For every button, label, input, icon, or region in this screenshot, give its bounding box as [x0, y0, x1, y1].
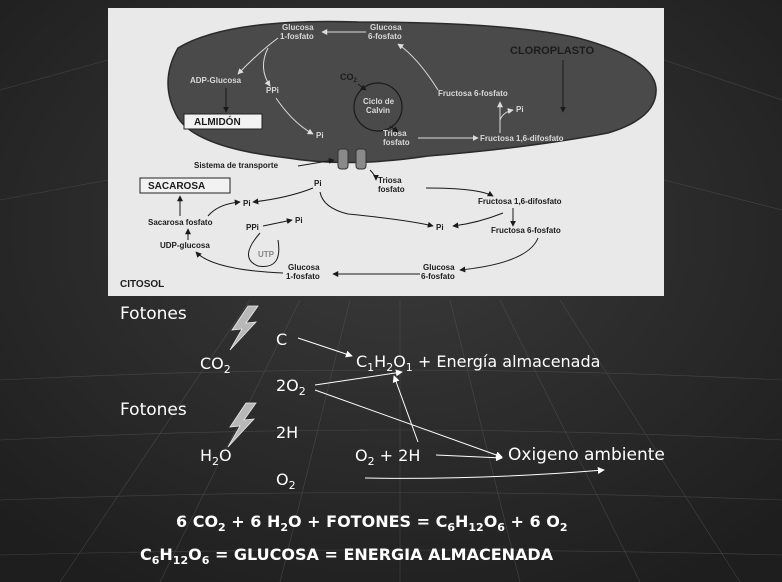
label-almidon: ALMIDÓN [194, 115, 241, 128]
label-oxigeno-ambiente: Oxigeno ambiente [508, 445, 665, 465]
arrow-pi-back [320, 192, 433, 226]
label-sacarosa-fosfato: Sacarosa fosfato [148, 218, 213, 227]
label-ppi-top: PPi [266, 86, 279, 95]
arrow-triosa-to-f16-cyto [426, 188, 493, 196]
label-co2: CO2 [200, 354, 231, 376]
arrow-pi-to-sacarosa [253, 188, 313, 202]
label-o2-bottom: O2 [276, 470, 296, 492]
label-fructosa16-cyto: Fructosa 1,6-difosfato [478, 197, 562, 206]
label-pi-left-chloro: Pi [316, 131, 324, 140]
label-sacarosa: SACAROSA [148, 181, 205, 192]
arrow-triosa-across [370, 170, 376, 180]
transport-channel-left [338, 149, 348, 169]
label-pi-cyto-mid: Pi [295, 216, 303, 225]
arrow-ppi-to-pi [263, 220, 292, 226]
label-pi-cyto-top: Pi [314, 179, 322, 188]
arrow-sacf-pi [208, 202, 240, 216]
label-cloroplasto: CLOROPLASTO [510, 45, 595, 57]
transport-channel-right [356, 149, 366, 169]
photosynthesis-diagram-panel: CLOROPLASTO Glucosa 1-fosfato Glucosa 6-… [108, 8, 664, 296]
label-fructosa6f-cyto: Fructosa 6-fosfato [491, 226, 561, 235]
label-sistema: Sistema de transporte [194, 161, 279, 170]
carbon-pathway-diagram: CLOROPLASTO Glucosa 1-fosfato Glucosa 6-… [108, 8, 664, 296]
label-fotones-1: Fotones [120, 304, 187, 324]
arrow-f6f-to-g6f-cyto [460, 238, 538, 270]
label-ppi-cyto: PPi [246, 223, 259, 232]
label-glucosa1f-bottom-1: Glucosa [288, 263, 320, 272]
label-citosol: CITOSOL [120, 279, 164, 290]
label-fructosa6f-chloro: Fructosa 6-fosfato [438, 89, 508, 98]
label-pi-right-chloro: Pi [516, 105, 524, 114]
label-ciclo-2: Calvin [366, 106, 390, 115]
label-utp: UTP [258, 250, 275, 259]
label-c: C [276, 330, 287, 349]
label-pi-cyto-right: Pi [436, 223, 444, 232]
label-triosa-cyto-1: Triosa [378, 176, 402, 185]
label-ciclo-1: Ciclo de [363, 97, 395, 106]
label-2o2: 2O2 [276, 376, 306, 398]
label-product: C1H2O1 + Energía almacenada [356, 352, 600, 374]
label-fotones-2: Fotones [120, 400, 187, 420]
equation-glucose: C6H12O6 = GLUCOSA = ENERGIA ALMACENADA [140, 545, 553, 567]
label-fructosa16-chloro: Fructosa 1,6-difosfato [480, 134, 564, 143]
label-h2o: H2O [200, 446, 232, 468]
label-triosa-chloro-2: fosfato [383, 138, 410, 147]
label-glucosa6f-top-2: 6-fosfato [368, 32, 402, 41]
label-pi-sacarosa: Pi [243, 199, 251, 208]
label-o2-plus-2h: O2 + 2H [355, 446, 420, 468]
label-glucosa6f-top-1: Glucosa [370, 23, 402, 32]
arrow-f16-to-pi [453, 213, 503, 226]
label-glucosa6f-bottom-2: 6-fosfato [421, 272, 455, 281]
label-glucosa6f-bottom-1: Glucosa [423, 263, 455, 272]
label-glucosa1f-top-2: 1-fosfato [280, 32, 314, 41]
label-triosa-cyto-2: fosfato [378, 185, 405, 194]
label-adp-glucosa: ADP-Glucosa [190, 76, 242, 85]
equation-photosynthesis: 6 CO2 + 6 H2O + FOTONES = C6H12O6 + 6 O2 [176, 512, 567, 534]
label-udp-glucosa: UDP-glucosa [160, 241, 210, 250]
chloroplast-shape [168, 22, 656, 163]
label-glucosa1f-top-1: Glucosa [282, 23, 314, 32]
label-glucosa1f-bottom-2: 1-fosfato [286, 272, 320, 281]
label-2h: 2H [276, 423, 298, 442]
